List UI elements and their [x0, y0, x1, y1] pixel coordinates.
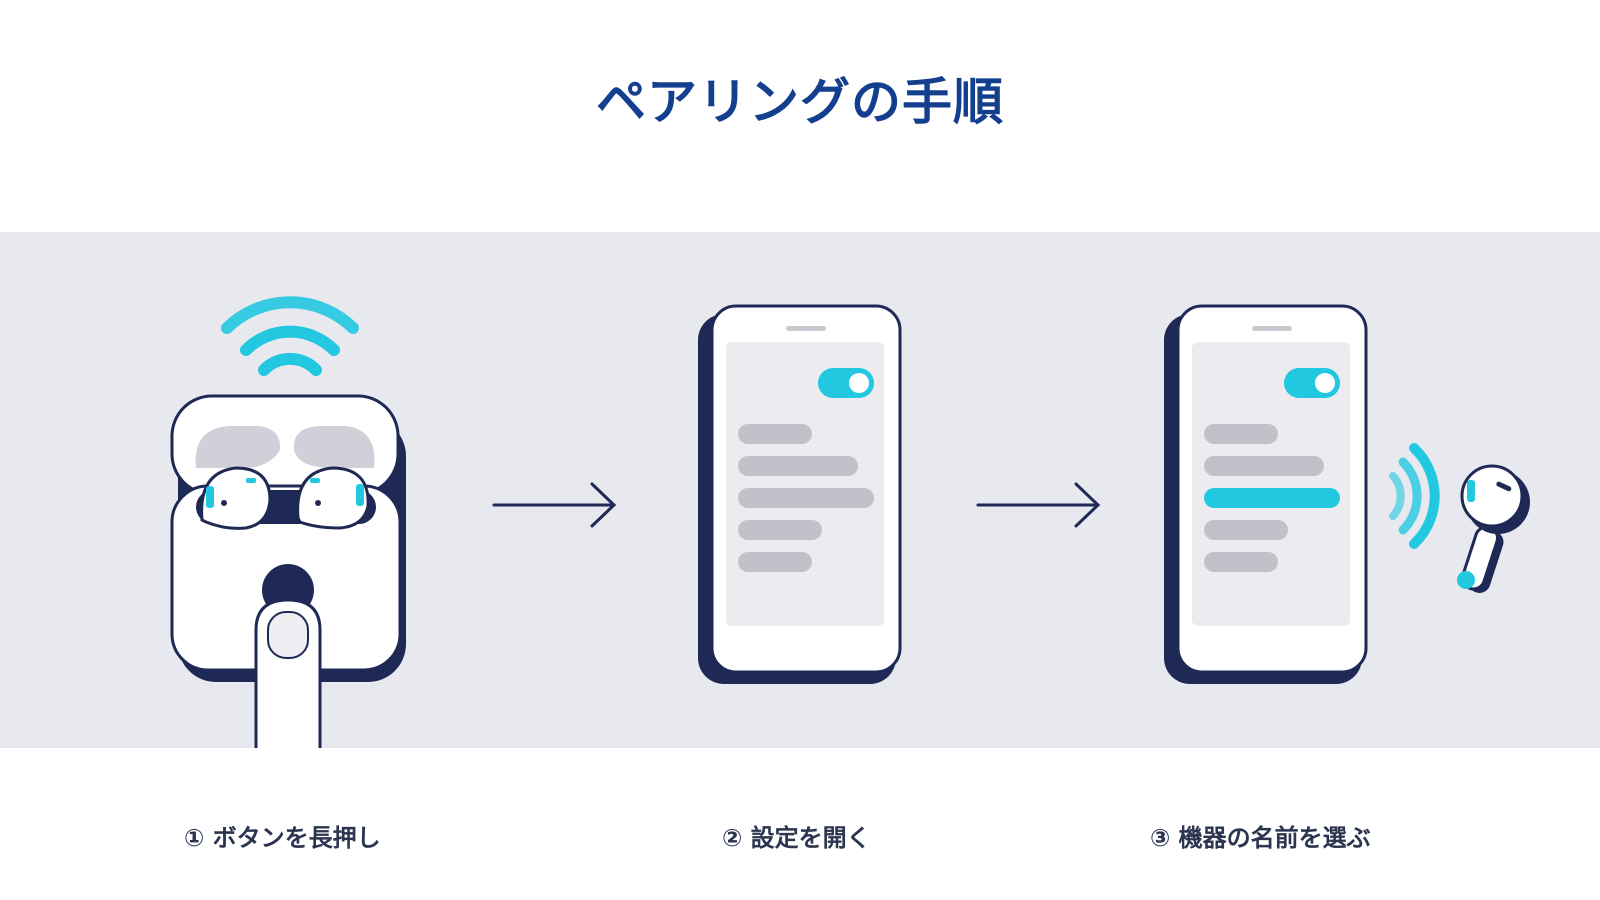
wireless-signal-icon: [1389, 443, 1440, 549]
step-1-label: ① ボタンを長押し: [184, 824, 381, 852]
finger-press-icon: [254, 598, 322, 748]
step-3-label: ③ 機器の名前を選ぶ: [1150, 824, 1371, 852]
illustration-band: [0, 232, 1600, 748]
wireless-signal-icon: [221, 296, 359, 376]
pairing-illustration: [170, 296, 1530, 748]
single-earbud-icon: [1457, 464, 1530, 593]
earbuds-case-icon: [170, 394, 406, 682]
smartphone-icon: [698, 304, 902, 684]
smartphone-icon: [1164, 304, 1368, 684]
arrow-right-icon: [492, 482, 617, 528]
toggle-switch-icon: [1284, 368, 1340, 398]
arrow-right-icon: [976, 482, 1101, 528]
toggle-switch-icon: [818, 368, 874, 398]
step-2-label: ② 設定を開く: [722, 824, 871, 852]
page-title: ペアリングの手順: [596, 73, 1004, 131]
